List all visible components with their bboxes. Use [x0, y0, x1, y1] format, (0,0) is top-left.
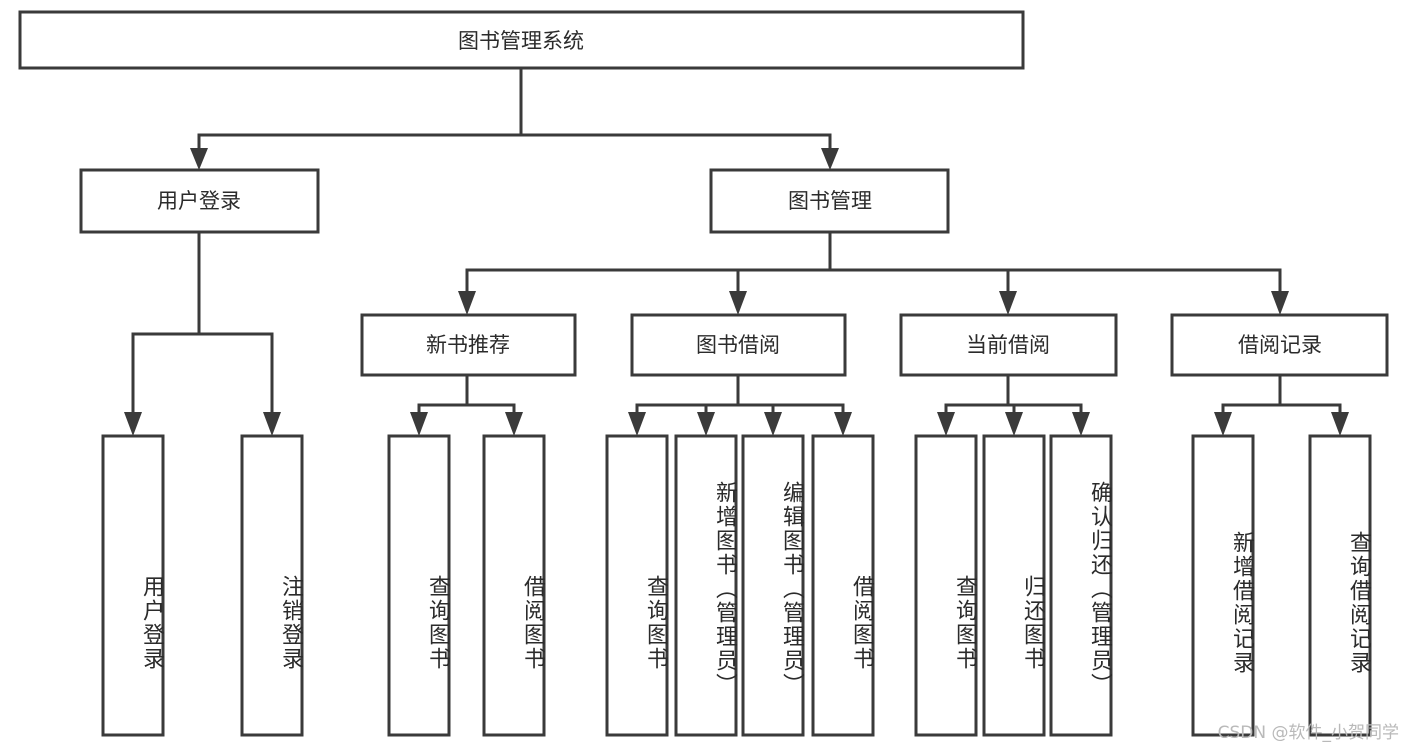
node-book-manage-label: 图书管理	[788, 189, 872, 213]
leaf-box-cb-return-book[interactable]	[982, 434, 1046, 737]
node-new-book-recommend-label: 新书推荐	[426, 333, 510, 357]
arrow-head-borrow-record	[1271, 291, 1289, 315]
node-layer: 图书管理系统 用户登录 图书管理 新书推荐 图书借阅 当前借阅 借阅记录	[18, 10, 1389, 737]
leaf-box-cb-query-book[interactable]	[914, 434, 978, 737]
arrow-head-cb-leaf-1	[937, 412, 955, 436]
node-root-label: 图书管理系统	[458, 29, 584, 53]
leaf-box-cb-confirm-return[interactable]	[1049, 434, 1113, 737]
arrow-head-leaf-logout	[263, 412, 281, 436]
arrow-head-nb-leaf-2	[505, 412, 523, 436]
leaf-box-bb-query-book[interactable]	[605, 434, 669, 737]
connector-layer	[124, 66, 1349, 436]
node-book-borrow-label: 图书借阅	[696, 333, 780, 357]
arrow-head-user-login	[190, 148, 208, 170]
arrow-head-br-leaf-1	[1214, 412, 1232, 436]
leaf-box-nb-query-book[interactable]	[387, 434, 451, 737]
node-new-book-recommend[interactable]	[360, 313, 577, 377]
arrow-head-cb-leaf-3	[1072, 412, 1090, 436]
watermark-text: CSDN @软件_小贺同学	[1217, 723, 1399, 743]
leaf-box-br-query-record[interactable]	[1308, 434, 1372, 737]
leaf-box-br-add-record[interactable]	[1191, 434, 1255, 737]
node-current-borrow-label: 当前借阅	[966, 333, 1050, 357]
arrow-head-leaf-user-login	[124, 412, 142, 436]
arrow-head-new-book	[458, 291, 476, 315]
node-borrow-record[interactable]	[1170, 313, 1389, 377]
arrow-head-bb-leaf-2	[697, 412, 715, 436]
arrow-head-cb-leaf-2	[1005, 412, 1023, 436]
arrow-head-book-manage	[821, 148, 839, 170]
arrow-head-bb-leaf-1	[628, 412, 646, 436]
arrow-head-bb-leaf-4	[834, 412, 852, 436]
leaf-box-user-login[interactable]	[101, 434, 165, 737]
node-book-borrow[interactable]	[630, 313, 847, 377]
node-user-login[interactable]	[79, 168, 320, 234]
leaf-box-bb-edit-book[interactable]	[741, 434, 805, 737]
node-user-login-label: 用户登录	[157, 189, 241, 213]
node-book-manage[interactable]	[709, 168, 950, 234]
node-borrow-record-label: 借阅记录	[1238, 333, 1322, 357]
leaf-box-bb-borrow-book[interactable]	[811, 434, 875, 737]
node-root[interactable]	[18, 10, 1025, 70]
arrow-head-nb-leaf-1	[410, 412, 428, 436]
arrow-head-br-leaf-2	[1331, 412, 1349, 436]
leaf-box-nb-borrow-book[interactable]	[482, 434, 546, 737]
leaf-box-logout[interactable]	[240, 434, 304, 737]
arrow-head-current-borrow	[999, 291, 1017, 315]
leaf-box-bb-add-book[interactable]	[674, 434, 738, 737]
arrow-head-book-borrow	[729, 291, 747, 315]
node-current-borrow[interactable]	[899, 313, 1118, 377]
arrow-head-bb-leaf-3	[764, 412, 782, 436]
